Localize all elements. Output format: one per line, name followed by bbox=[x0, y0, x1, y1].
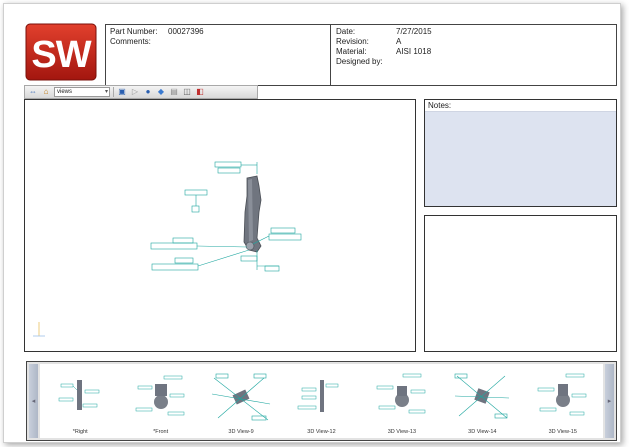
carousel-left-arrow[interactable]: ◂ bbox=[29, 364, 38, 438]
view-thumbnail-label: *Right bbox=[72, 429, 88, 435]
view-thumbnail-label: 3D View-9 bbox=[228, 429, 254, 435]
title-block-divider bbox=[330, 25, 331, 85]
material-value: AISI 1018 bbox=[396, 47, 432, 56]
comments-label: Comments: bbox=[110, 37, 151, 46]
view-thumbnail[interactable]: 3D View-13 bbox=[365, 364, 439, 438]
carousel-thumbnails: *Right *Front 3D View-9 bbox=[40, 364, 603, 438]
logo-letters: SW bbox=[31, 34, 91, 76]
notes-label: Notes: bbox=[425, 100, 616, 112]
part-model bbox=[243, 175, 262, 253]
fit-icon[interactable]: ▣ bbox=[118, 87, 126, 96]
notes-panel[interactable]: Notes: bbox=[424, 99, 617, 207]
axis-triad bbox=[33, 322, 45, 337]
solidworks-logo: SW bbox=[22, 22, 100, 82]
title-block: Part Number: 00027396 Comments: Date: 7/… bbox=[105, 24, 617, 86]
3d-toolbar: ⇔ ⌂ views ▣ ▷ ● ◆ ▤ ◫ ◧ bbox=[24, 85, 258, 99]
views-select[interactable]: views bbox=[54, 87, 110, 97]
toolbar-separator bbox=[113, 87, 114, 97]
view-thumbnail-right-image bbox=[58, 380, 100, 410]
solidworks-logo-icon: SW bbox=[25, 23, 97, 81]
pmi-annotations bbox=[150, 161, 302, 272]
view-thumbnail-label: *Front bbox=[153, 429, 169, 435]
view-thumbnail-label: 3D View-15 bbox=[548, 429, 577, 435]
color-icon[interactable]: ◧ bbox=[196, 87, 204, 96]
view-thumbnail[interactable]: *Front bbox=[124, 364, 198, 438]
view-thumbnail[interactable]: 3D View-15 bbox=[526, 364, 600, 438]
pmi-icon[interactable]: ▤ bbox=[170, 87, 178, 96]
secondary-panel bbox=[424, 215, 617, 352]
part-number-label: Part Number: bbox=[110, 27, 158, 36]
view-thumbnail[interactable]: 3D View-14 bbox=[445, 364, 519, 438]
view-thumbnail-3d-view-14-image bbox=[455, 373, 510, 419]
carousel-right-arrow[interactable]: ▸ bbox=[605, 364, 614, 438]
model-canvas bbox=[33, 161, 302, 337]
pdf-sheet: SW Part Number: 00027396 Comments: Date:… bbox=[3, 3, 621, 443]
revision-value: A bbox=[396, 37, 402, 46]
play-icon[interactable]: ▷ bbox=[131, 87, 139, 96]
title-block-left: Part Number: 00027396 Comments: bbox=[110, 27, 204, 47]
view-thumbnail[interactable]: 3D View-9 bbox=[204, 364, 278, 438]
3d-model-viewport[interactable] bbox=[24, 99, 416, 352]
view-thumbnail[interactable]: 3D View-12 bbox=[284, 364, 358, 438]
view-thumbnail-label: 3D View-12 bbox=[307, 429, 336, 435]
view-thumbnail-front-image bbox=[135, 375, 184, 416]
view-thumbnail-3d-view-9-image bbox=[211, 373, 271, 421]
home-icon[interactable]: ⌂ bbox=[43, 87, 49, 96]
view-thumbnail[interactable]: *Right bbox=[43, 364, 117, 438]
shading-icon[interactable]: ● bbox=[145, 87, 151, 96]
view-thumbnail-3d-view-15-image bbox=[537, 373, 586, 416]
date-value: 7/27/2015 bbox=[396, 27, 432, 36]
render-icon[interactable]: ◆ bbox=[157, 87, 165, 96]
title-block-right: Date: 7/27/2015 Revision: A Material: AI… bbox=[336, 27, 432, 67]
material-label: Material: bbox=[336, 47, 367, 56]
view-thumbnail-3d-view-12-image bbox=[298, 380, 339, 412]
view-thumbnail-3d-view-13-image bbox=[376, 373, 426, 414]
date-label: Date: bbox=[336, 27, 356, 36]
view-carousel: ◂ *Right *Front bbox=[26, 361, 617, 441]
section-icon[interactable]: ◫ bbox=[183, 87, 191, 96]
part-number-value: 00027396 bbox=[168, 27, 204, 36]
revision-label: Revision: bbox=[336, 37, 369, 46]
navigate-icon[interactable]: ⇔ bbox=[29, 87, 37, 96]
designed-by-label: Designed by: bbox=[336, 57, 383, 66]
view-thumbnail-label: 3D View-13 bbox=[387, 429, 417, 435]
view-thumbnail-label: 3D View-14 bbox=[468, 429, 497, 435]
